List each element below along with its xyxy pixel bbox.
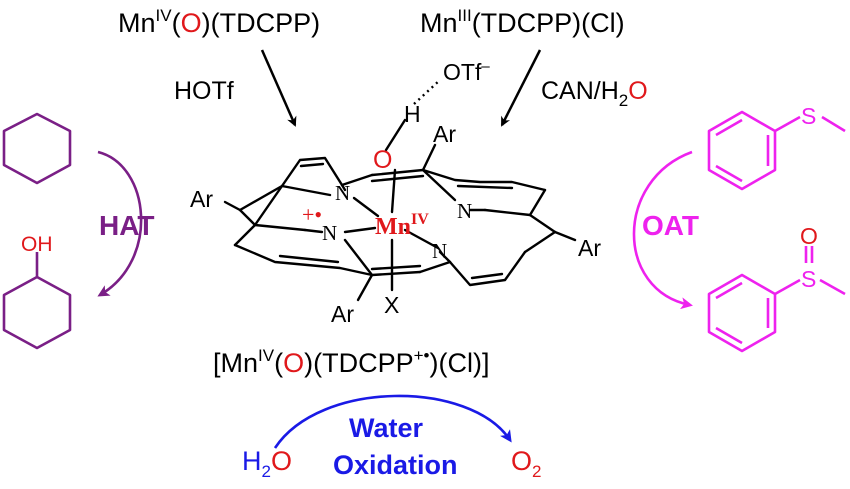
oat-label: OAT bbox=[642, 210, 699, 241]
cyclohexanol bbox=[2, 252, 72, 350]
nitrogen-2: N bbox=[457, 199, 472, 223]
arrow-can bbox=[500, 49, 542, 127]
species-mn-iv-oxo: MnIV(O)(TDCPP) bbox=[118, 6, 320, 38]
thioanisole bbox=[707, 110, 846, 191]
nitrogen-4: N bbox=[432, 239, 447, 263]
sulfur-label-1: S bbox=[801, 103, 816, 129]
arrow-oat bbox=[632, 150, 693, 310]
methyl-phenyl-sulfoxide bbox=[707, 246, 846, 353]
manganese-center: MnIV bbox=[375, 211, 429, 240]
arrow-water-oxidation bbox=[273, 394, 512, 449]
axial-oxygen: O bbox=[373, 146, 392, 174]
nitrogen-1: N bbox=[335, 181, 350, 205]
aryl-bottom: Ar bbox=[331, 301, 354, 327]
aryl-left: Ar bbox=[190, 186, 213, 212]
species-mn-iii-chloride: MnIII(TDCPP)(Cl) bbox=[420, 6, 625, 38]
hydroxo-h: H bbox=[404, 101, 421, 127]
reagent-can-water: CAN/H2O bbox=[541, 77, 648, 110]
axial-ligand-x: X bbox=[384, 292, 399, 318]
radical-cation-mark: +• bbox=[302, 202, 322, 227]
porphyrin-structure bbox=[223, 118, 577, 302]
intermediate-formula: [MnIV(O)(TDCPP+•)(Cl)] bbox=[213, 346, 489, 378]
aryl-top: Ar bbox=[433, 121, 456, 147]
water-oxidation-line2: Oxidation bbox=[333, 450, 458, 480]
dioxygen-product: O2 bbox=[511, 446, 541, 481]
water-oxidation-line1: Water bbox=[349, 413, 424, 443]
arrow-hotf bbox=[260, 49, 297, 127]
arrow-hat bbox=[97, 150, 143, 297]
cyclohexane bbox=[2, 112, 72, 185]
hat-label: HAT bbox=[99, 210, 154, 241]
water-reactant: H2O bbox=[242, 446, 292, 481]
aryl-right: Ar bbox=[578, 235, 601, 261]
sulfoxide-oxygen: O bbox=[800, 223, 818, 249]
reagent-hotf: HOTf bbox=[174, 77, 234, 105]
triflate-label: OTf– bbox=[443, 58, 490, 85]
sulfur-label-2: S bbox=[801, 266, 816, 292]
hydroxyl-label: OH bbox=[21, 233, 53, 256]
nitrogen-3: N bbox=[322, 221, 337, 245]
